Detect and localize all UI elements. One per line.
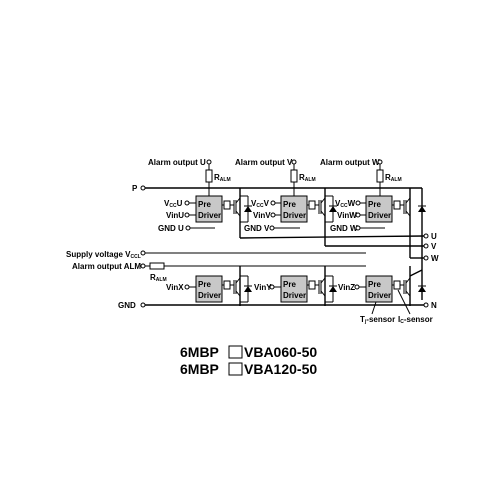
svg-text:Pre: Pre	[198, 280, 211, 289]
supply-voltage-label: Supply voltage VCCL	[66, 250, 141, 260]
vinw-label: VinW	[337, 211, 357, 220]
ralm-resistor-alm	[149, 262, 165, 270]
terminal-vccl	[140, 250, 146, 256]
model-name-1-suffix: VBA060-50	[244, 344, 317, 360]
output-u-label: U	[431, 232, 437, 241]
igbt-lower-x	[222, 266, 252, 306]
terminal-w	[423, 255, 429, 261]
vccw-label: VCCW	[335, 199, 356, 209]
pre-driver-v: Pre Driver	[280, 195, 308, 223]
p-label: P	[132, 184, 138, 193]
svg-text:Driver: Driver	[283, 211, 306, 220]
alarm-output-v-label: Alarm output V	[235, 158, 293, 167]
terminal-n	[423, 302, 429, 308]
terminal-u	[423, 233, 429, 239]
svg-text:Pre: Pre	[368, 280, 381, 289]
ralm-label-w: RALM	[385, 173, 402, 183]
svg-text:Pre: Pre	[283, 280, 296, 289]
vccu-label: VCCU	[164, 199, 183, 209]
model-name-1-prefix: 6MBP	[180, 344, 219, 360]
ralm-resistor-v	[290, 164, 298, 196]
svg-text:Pre: Pre	[368, 200, 381, 209]
gndu-label: GND U	[158, 224, 184, 233]
gndv-label: GND V	[244, 224, 270, 233]
svg-text:Driver: Driver	[198, 211, 221, 220]
model-name-2-suffix: VBA120-50	[244, 361, 317, 377]
model-placeholder-box-2	[228, 362, 243, 376]
ralm-label-u: RALM	[214, 173, 231, 183]
model-name-2-prefix: 6MBP	[180, 361, 219, 377]
igbt-lower-z	[392, 266, 426, 306]
terminal-alarm-u	[206, 159, 212, 165]
viny-label: VinY	[254, 283, 272, 292]
pre-driver-y: Pre Driver	[280, 275, 308, 303]
vinu-label: VinU	[166, 211, 184, 220]
ralm-resistor-u	[205, 164, 213, 196]
terminal-gnd	[140, 302, 146, 308]
svg-text:Driver: Driver	[283, 291, 306, 300]
svg-text:Driver: Driver	[368, 211, 391, 220]
igbt-upper-w	[392, 196, 426, 300]
igbt-upper-u	[222, 195, 252, 238]
pre-driver-x: Pre Driver	[195, 275, 223, 303]
pre-driver-w: Pre Driver	[365, 195, 393, 223]
u-output-line	[239, 235, 425, 239]
gndw-label: GND W	[330, 224, 358, 233]
output-w-label: W	[431, 254, 439, 263]
terminal-alm	[140, 263, 146, 269]
tj-sensor-label: Tj-sensor	[360, 315, 395, 325]
svg-text:Driver: Driver	[368, 291, 391, 300]
terminal-alarm-v	[291, 159, 297, 165]
svg-text:Driver: Driver	[198, 291, 221, 300]
igbt-upper-v	[307, 195, 337, 246]
ralm-resistor-w	[376, 164, 384, 196]
terminal-v	[423, 243, 429, 249]
ralm-label-alm: RALM	[150, 273, 167, 283]
model-placeholder-box-1	[228, 345, 243, 359]
alarm-output-alm-label: Alarm output ALM	[72, 262, 141, 271]
vinz-label: VinZ	[338, 283, 355, 292]
igbt-lower-y	[307, 266, 337, 306]
svg-text:Pre: Pre	[283, 200, 296, 209]
output-v-label: V	[431, 242, 437, 251]
ic-sensor-label: IC-sensor	[398, 315, 433, 325]
vinx-label: VinX	[166, 283, 184, 292]
pre-driver-z: Pre Driver	[365, 275, 393, 303]
gnd-label: GND	[118, 301, 136, 310]
n-label: N	[431, 301, 437, 310]
ralm-label-v: RALM	[299, 173, 316, 183]
terminal-alarm-w	[377, 159, 383, 165]
vinv-label: VinV	[253, 211, 271, 220]
svg-text:Pre: Pre	[198, 200, 211, 209]
pre-driver-u: Pre Driver	[195, 195, 223, 223]
vccv-label: VCCV	[251, 199, 270, 209]
alarm-output-u-label: Alarm output U	[148, 158, 206, 167]
alarm-output-w-label: Alarm output W	[320, 158, 380, 167]
terminal-p	[140, 185, 146, 191]
